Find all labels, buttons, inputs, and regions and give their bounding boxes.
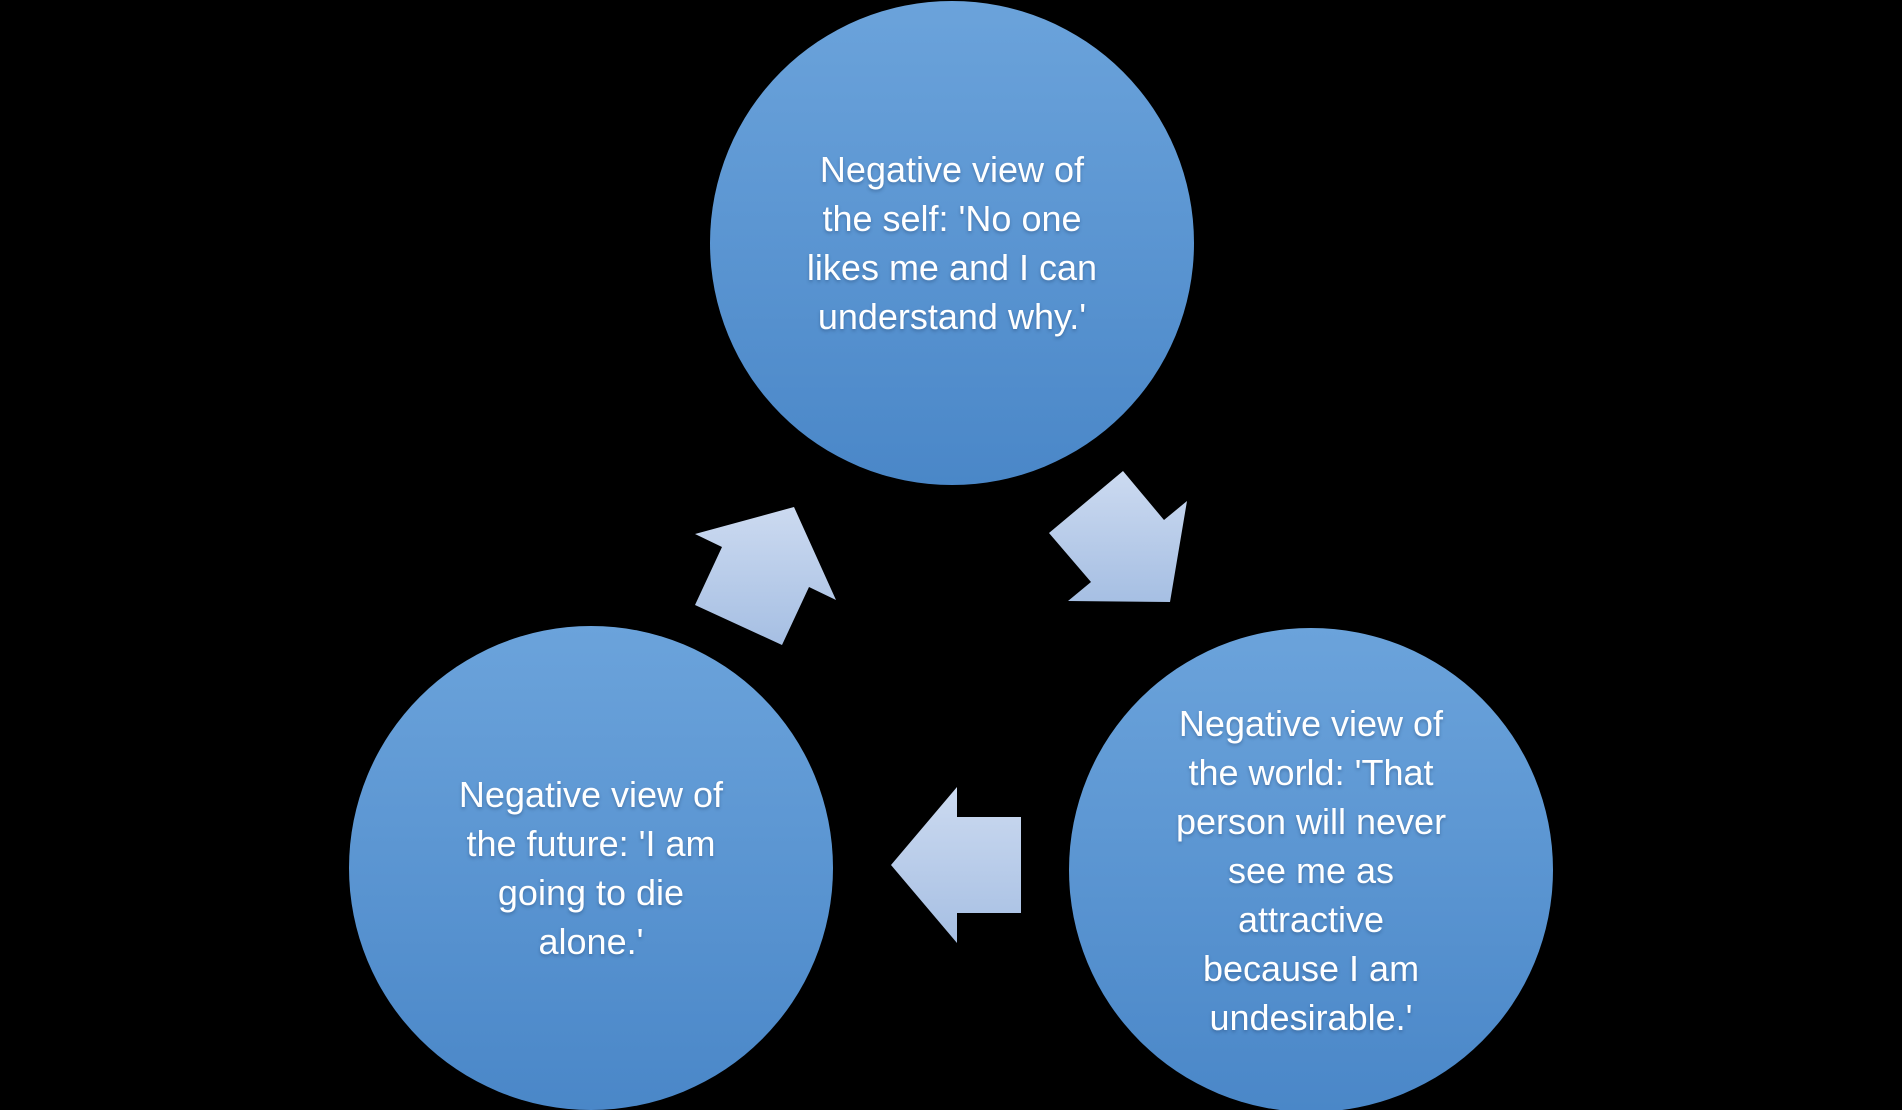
arrow-world-to-future-icon	[891, 787, 1021, 943]
cycle-node-world: Negative view of the world: 'That person…	[1069, 628, 1553, 1110]
node-future-text: Negative view of the future: 'I am going…	[458, 774, 724, 962]
node-world-text: Negative view of the world: 'That person…	[1175, 702, 1447, 1038]
node-self-text: Negative view of the self: 'No one likes…	[806, 149, 1098, 337]
cycle-node-future: Negative view of the future: 'I am going…	[349, 626, 833, 1110]
arrow-self-to-world-icon	[1049, 471, 1187, 602]
arrow-future-to-self-icon	[695, 507, 836, 645]
cycle-node-self: Negative view of the self: 'No one likes…	[710, 1, 1194, 485]
